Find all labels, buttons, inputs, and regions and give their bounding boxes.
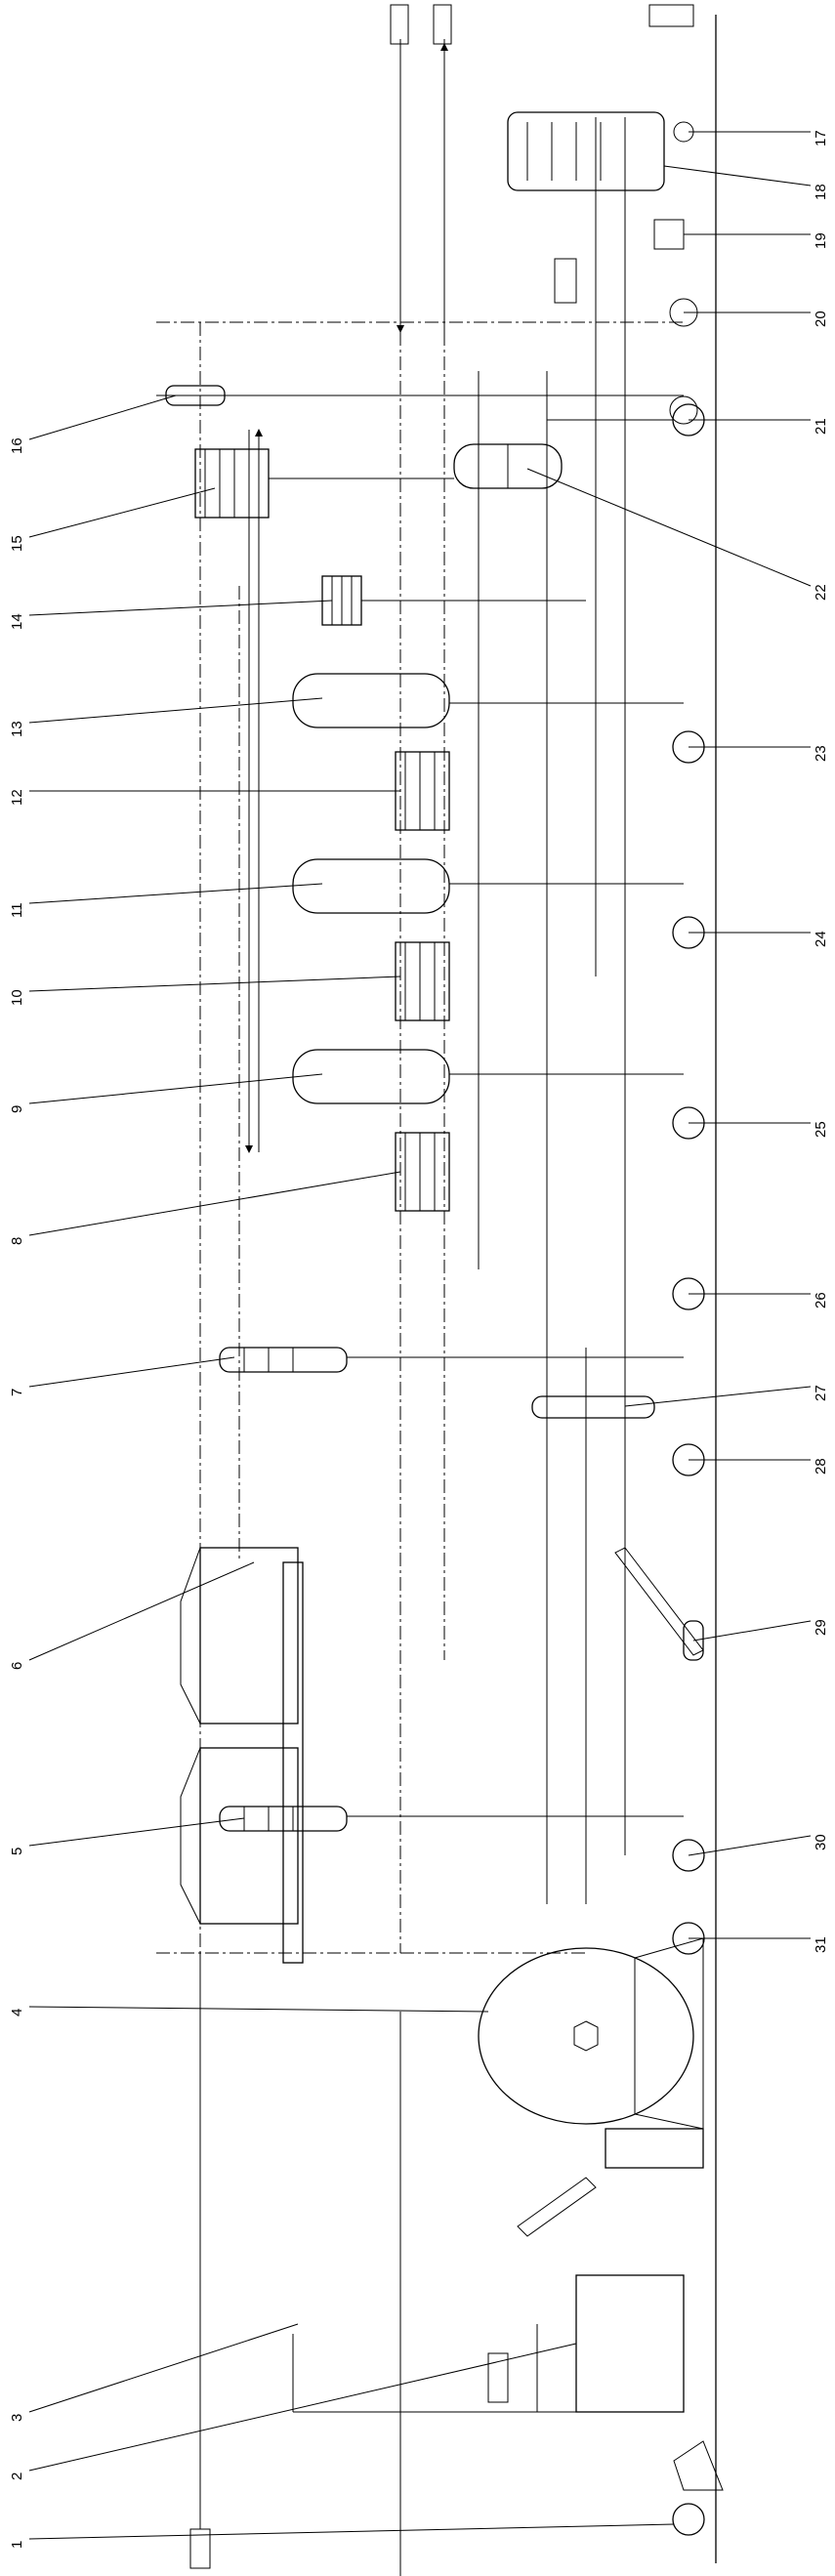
pumps: [672, 730, 705, 1955]
callout-21: 21: [813, 418, 829, 435]
callout-30: 30: [813, 1834, 829, 1850]
callout-31: 31: [813, 1936, 829, 1953]
unit-4-boiler: [478, 1937, 704, 2130]
callout-7: 7: [9, 1389, 25, 1396]
callout-2: 2: [9, 2472, 25, 2480]
callout-9: 9: [9, 1105, 25, 1113]
callout-19: 19: [813, 232, 829, 249]
unit-6-chambers: [180, 1547, 304, 1964]
horizontal-flows: [156, 321, 684, 1954]
callout-29: 29: [813, 1619, 829, 1636]
callout-11: 11: [9, 902, 25, 918]
callout-28: 28: [813, 1458, 829, 1475]
unit-18-tower: [507, 111, 698, 425]
callout-10: 10: [9, 989, 25, 1006]
callout-20: 20: [813, 311, 829, 327]
callout-24: 24: [813, 931, 829, 947]
unit-29-chute: [614, 1547, 704, 1661]
callout-6: 6: [9, 1662, 25, 1670]
unit-1-pump: [672, 2440, 724, 2536]
callout-12: 12: [9, 789, 25, 806]
top-outputs: [390, 4, 694, 333]
unit-27-separator: [531, 1395, 655, 1419]
callout-3: 3: [9, 2414, 25, 2422]
unit-2-3-kiln: [292, 2128, 704, 2413]
callout-1: 1: [9, 2541, 25, 2549]
callout-17: 17: [813, 130, 829, 146]
callout-26: 26: [813, 1292, 829, 1309]
unit-22-vessel: [453, 443, 563, 489]
callout-14: 14: [9, 613, 25, 630]
callout-8: 8: [9, 1237, 25, 1245]
separator-vessels: [292, 673, 450, 1104]
callouts-right: [526, 131, 812, 1939]
callout-25: 25: [813, 1121, 829, 1138]
callout-18: 18: [813, 184, 829, 200]
callout-15: 15: [9, 535, 25, 552]
plate-exchangers: [395, 751, 450, 1212]
callout-5: 5: [9, 1848, 25, 1855]
callout-13: 13: [9, 721, 25, 737]
callout-22: 22: [813, 584, 829, 601]
callouts-left: [28, 395, 675, 2540]
callout-16: 16: [9, 437, 25, 454]
callout-4: 4: [9, 2009, 25, 2016]
callout-labels: 1 2 3 4 5 6 7 8 9 10 11 12 13 14 15 16 1…: [9, 130, 829, 2549]
callout-27: 27: [813, 1385, 829, 1401]
left-inputs: [189, 1953, 211, 2569]
callout-23: 23: [813, 745, 829, 762]
unit-15-16-exchangers: [165, 385, 270, 519]
